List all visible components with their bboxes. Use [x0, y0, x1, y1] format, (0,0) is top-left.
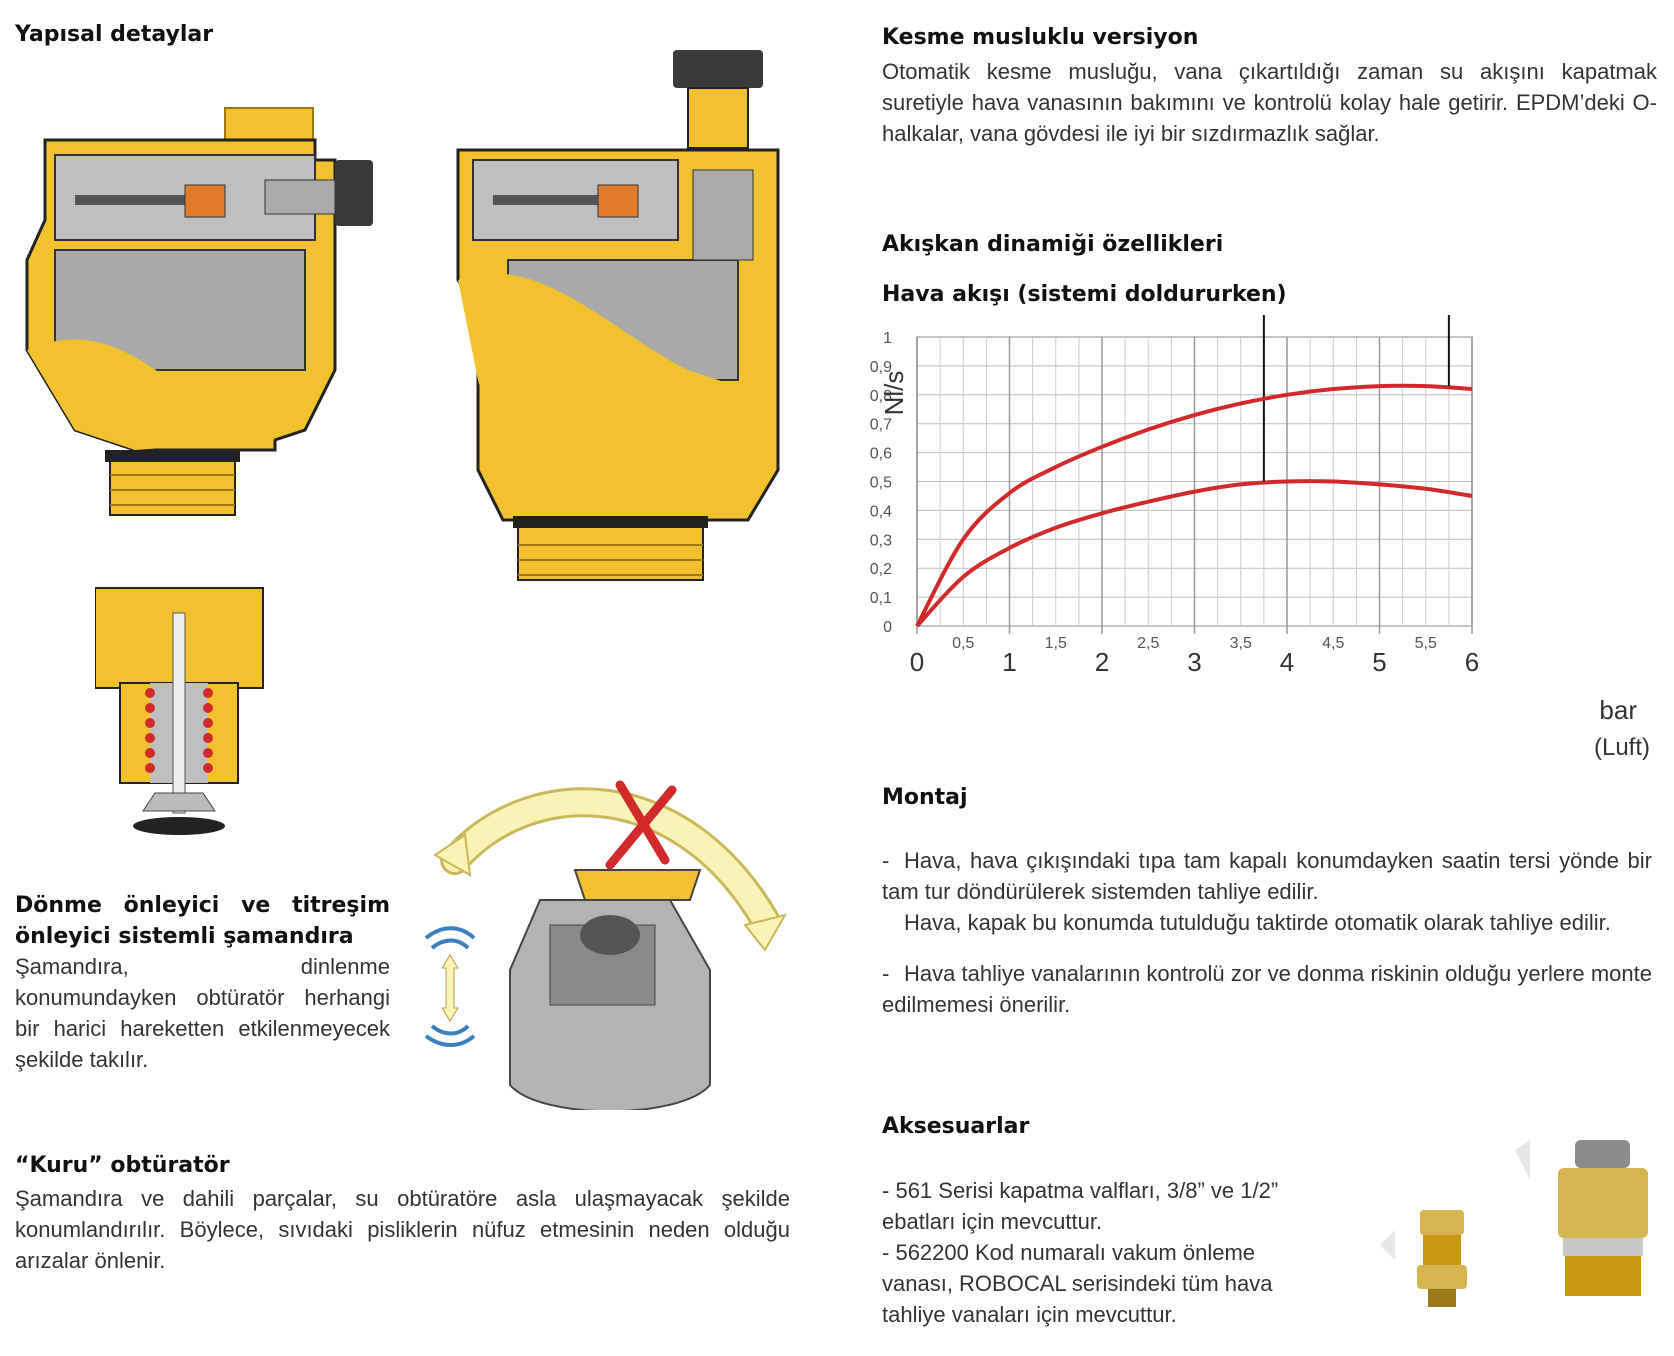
- obturator-description: Şamandıra ve dahili parçalar, su obtürat…: [15, 1186, 790, 1273]
- chart-ylabel: Nl/s: [879, 371, 909, 416]
- y-tick-label: 0,9: [870, 359, 892, 376]
- accessory-item: - 562200 Kod numaralı vakum önleme vanas…: [882, 1240, 1273, 1327]
- airflow-chart: 0 0,1 0,2 0,3 0,4 0,5 0,6 0,7 0,8 0,9 1 0 1 2 3 4 5 6 0,5 1…: [870, 315, 1650, 761]
- accessory-item: - 561 Serisi kapatma valfları, 3/8” ve 1…: [882, 1178, 1279, 1234]
- chevron-right-icon: [1380, 1230, 1395, 1260]
- y-tick-label: 0,1: [870, 590, 892, 607]
- x-tick-label: 3: [1187, 647, 1201, 677]
- x-minor-tick-label: 3,5: [1230, 635, 1252, 652]
- x-tick-label: 2: [1095, 647, 1109, 677]
- arrow-left-icon: [433, 833, 472, 877]
- chevron-right-icon: [1515, 1140, 1530, 1180]
- series-line: [915, 479, 1473, 628]
- x-minor-tick-label: 0,5: [952, 635, 974, 652]
- valve-cutaway-illustration: [25, 107, 373, 516]
- chart-xlabel-sub: (Luft): [1594, 734, 1650, 761]
- x-tick-label: 0: [910, 647, 924, 677]
- chart-ticks: 0 0,1 0,2 0,3 0,4 0,5 0,6 0,7 0,8 0,9 1 0 1 2 3 4 5 6 0,5 1…: [870, 330, 1479, 677]
- accessory-images: [1380, 1140, 1648, 1307]
- x-tick-label: 6: [1465, 647, 1479, 677]
- accessories-list: - 561 Serisi kapatma valfları, 3/8” ve 1…: [882, 1175, 1302, 1330]
- x-minor-tick-label: 1,5: [1045, 635, 1067, 652]
- y-tick-label: 1: [883, 330, 892, 347]
- airflow-title: Hava akışı (sistemi doldururken): [882, 282, 1287, 307]
- y-tick-label: 0,6: [870, 446, 892, 463]
- float-illustration: [433, 780, 788, 1110]
- y-tick-label: 0,5: [870, 475, 892, 492]
- obturator-illustration: [95, 587, 264, 835]
- montaj-list: -Hava, hava çıkışındaki tıpa tam kapalı …: [882, 845, 1652, 1020]
- y-tick-label: 0,8: [870, 388, 892, 405]
- float-title: Dönme önleyici ve titreşim önleyici sist…: [15, 893, 390, 949]
- x-tick-label: 5: [1372, 647, 1386, 677]
- montaj-item: -Hava tahliye vanalarının kontrolü zor v…: [882, 961, 1652, 1017]
- accessories-title: Aksesuarlar: [882, 1114, 1030, 1139]
- y-tick-label: 0,3: [870, 532, 892, 549]
- y-tick-label: 0: [883, 619, 892, 636]
- chart-grid: [916, 336, 1473, 634]
- y-tick-label: 0,4: [870, 503, 892, 520]
- shutoff-description: Otomatik kesme musluğu, vana çıkartıldığ…: [882, 59, 1657, 146]
- x-minor-tick-label: 4,5: [1322, 635, 1344, 652]
- chart-series: 5024-50255026-5027: [915, 315, 1473, 628]
- fluid-dynamics-title: Akışkan dinamiği özellikleri: [882, 232, 1224, 257]
- montaj-item: Hava, kapak bu konumda tutulduğu taktird…: [904, 910, 1611, 935]
- y-tick-label: 0,7: [870, 417, 892, 434]
- x-tick-label: 4: [1280, 647, 1294, 677]
- x-tick-label: 1: [1002, 647, 1016, 677]
- montaj-title: Montaj: [882, 785, 968, 810]
- vibration-icon: [424, 926, 476, 1047]
- montaj-item: -Hava, hava çıkışındaki tıpa tam kapalı …: [882, 848, 1652, 904]
- x-minor-tick-label: 5,5: [1415, 635, 1437, 652]
- y-tick-label: 0,2: [870, 561, 892, 578]
- series-leader-line: [1262, 315, 1265, 482]
- chart-xlabel: bar: [1599, 695, 1637, 725]
- valve-shutoff-illustration: [456, 50, 780, 581]
- series-line: [915, 383, 1473, 627]
- series-leader-line: [1447, 315, 1450, 387]
- shutoff-title: Kesme musluklu versiyon: [882, 25, 1199, 50]
- x-minor-tick-label: 2,5: [1137, 635, 1159, 652]
- arrow-right-icon: [743, 913, 788, 952]
- cross-icon: [605, 780, 677, 870]
- structure-title: Yapısal detaylar: [15, 22, 214, 47]
- float-description: Şamandıra, dinlenme konumundayken obtüra…: [15, 954, 390, 1072]
- obturator-title: “Kuru” obtüratör: [15, 1153, 230, 1178]
